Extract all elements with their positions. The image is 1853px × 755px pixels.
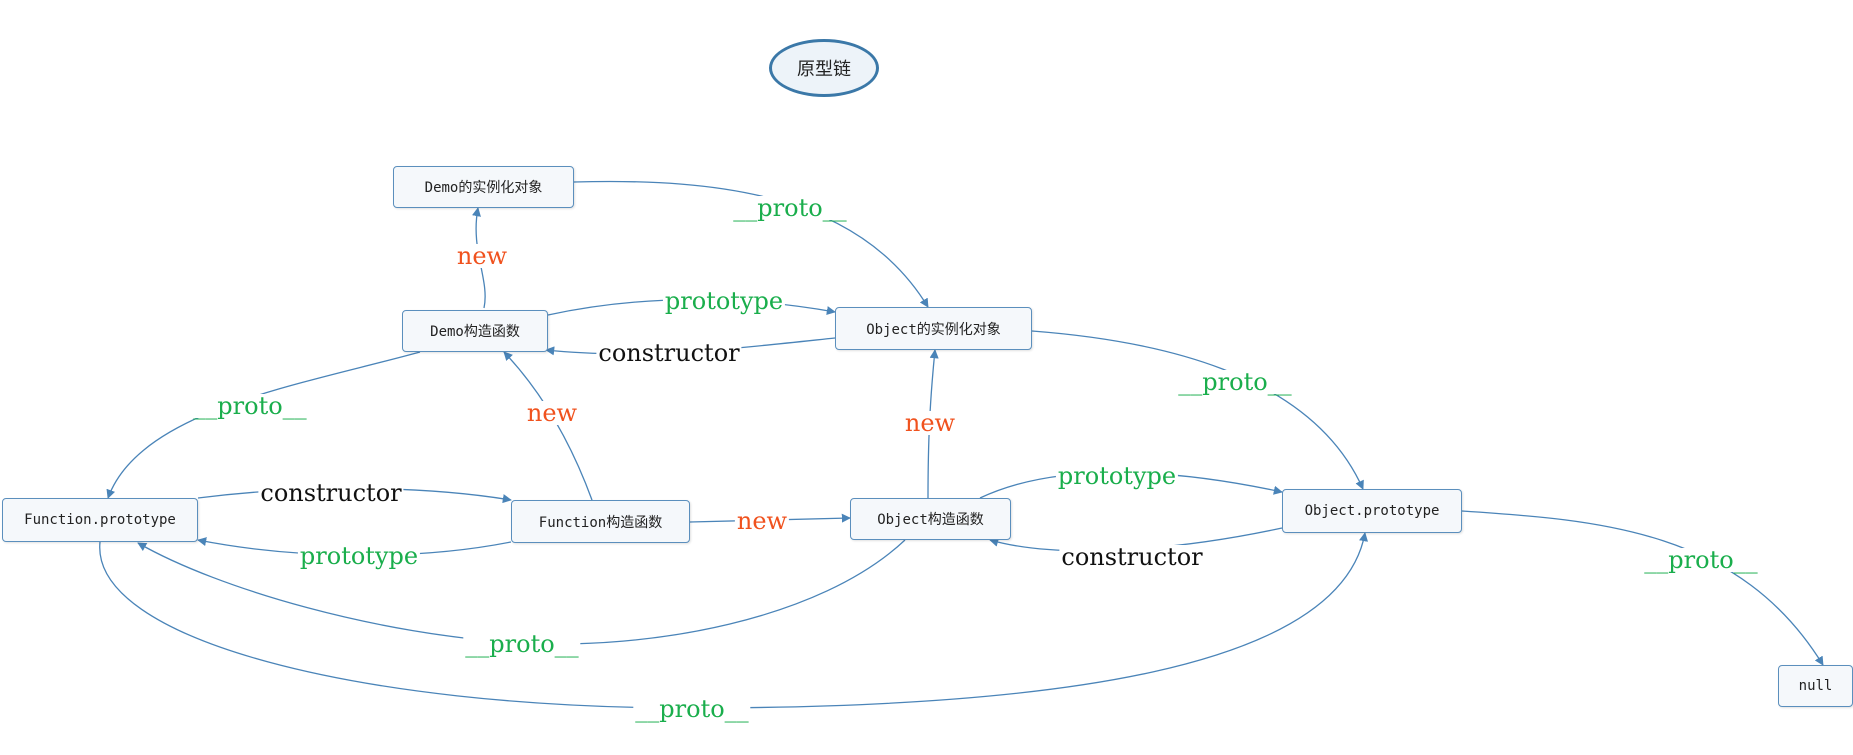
- label-object-ctor-proto: __proto__: [463, 630, 581, 658]
- node-function-prototype: Function.prototype: [2, 498, 198, 542]
- label-function-prototype-proto: __proto__: [633, 695, 751, 723]
- node-object-constructor: Object构造函数: [850, 498, 1011, 540]
- node-object-instance: Object的实例化对象: [835, 307, 1032, 350]
- label-demo-instance-proto: __proto__: [731, 194, 849, 222]
- node-demo-constructor: Demo构造函数: [402, 310, 548, 352]
- label-object-instance-proto: __proto__: [1176, 368, 1294, 396]
- label-object-ctor-prototype: prototype: [1055, 462, 1179, 490]
- edge-object-prototype-proto: [1461, 510, 1824, 666]
- node-object-prototype: Object.prototype: [1282, 489, 1462, 533]
- edge-object-ctor-proto: [137, 539, 906, 645]
- label-demo-ctor-proto: __proto__: [191, 392, 309, 420]
- label-function-ctor-prototype: prototype: [297, 542, 421, 570]
- label-object-prototype-proto: __proto__: [1642, 546, 1760, 574]
- edge-object-instance-proto: [1031, 330, 1364, 490]
- label-demo-ctor-new: new: [454, 242, 510, 270]
- label-function-prototype-constructor: constructor: [258, 479, 404, 507]
- node-function-constructor: Function构造函数: [511, 500, 690, 543]
- label-function-ctor-new-object: new: [734, 507, 790, 535]
- edge-demo-ctor-proto: [106, 351, 421, 499]
- label-demo-ctor-prototype: prototype: [662, 287, 786, 315]
- label-function-ctor-new-demo: new: [524, 399, 580, 427]
- label-object-instance-constructor: constructor: [596, 339, 742, 367]
- diagram-title: 原型链: [769, 39, 879, 97]
- label-object-ctor-new: new: [902, 409, 958, 437]
- node-null: null: [1778, 665, 1853, 707]
- node-demo-instance: Demo的实例化对象: [393, 166, 574, 208]
- label-object-prototype-constructor: constructor: [1059, 543, 1205, 571]
